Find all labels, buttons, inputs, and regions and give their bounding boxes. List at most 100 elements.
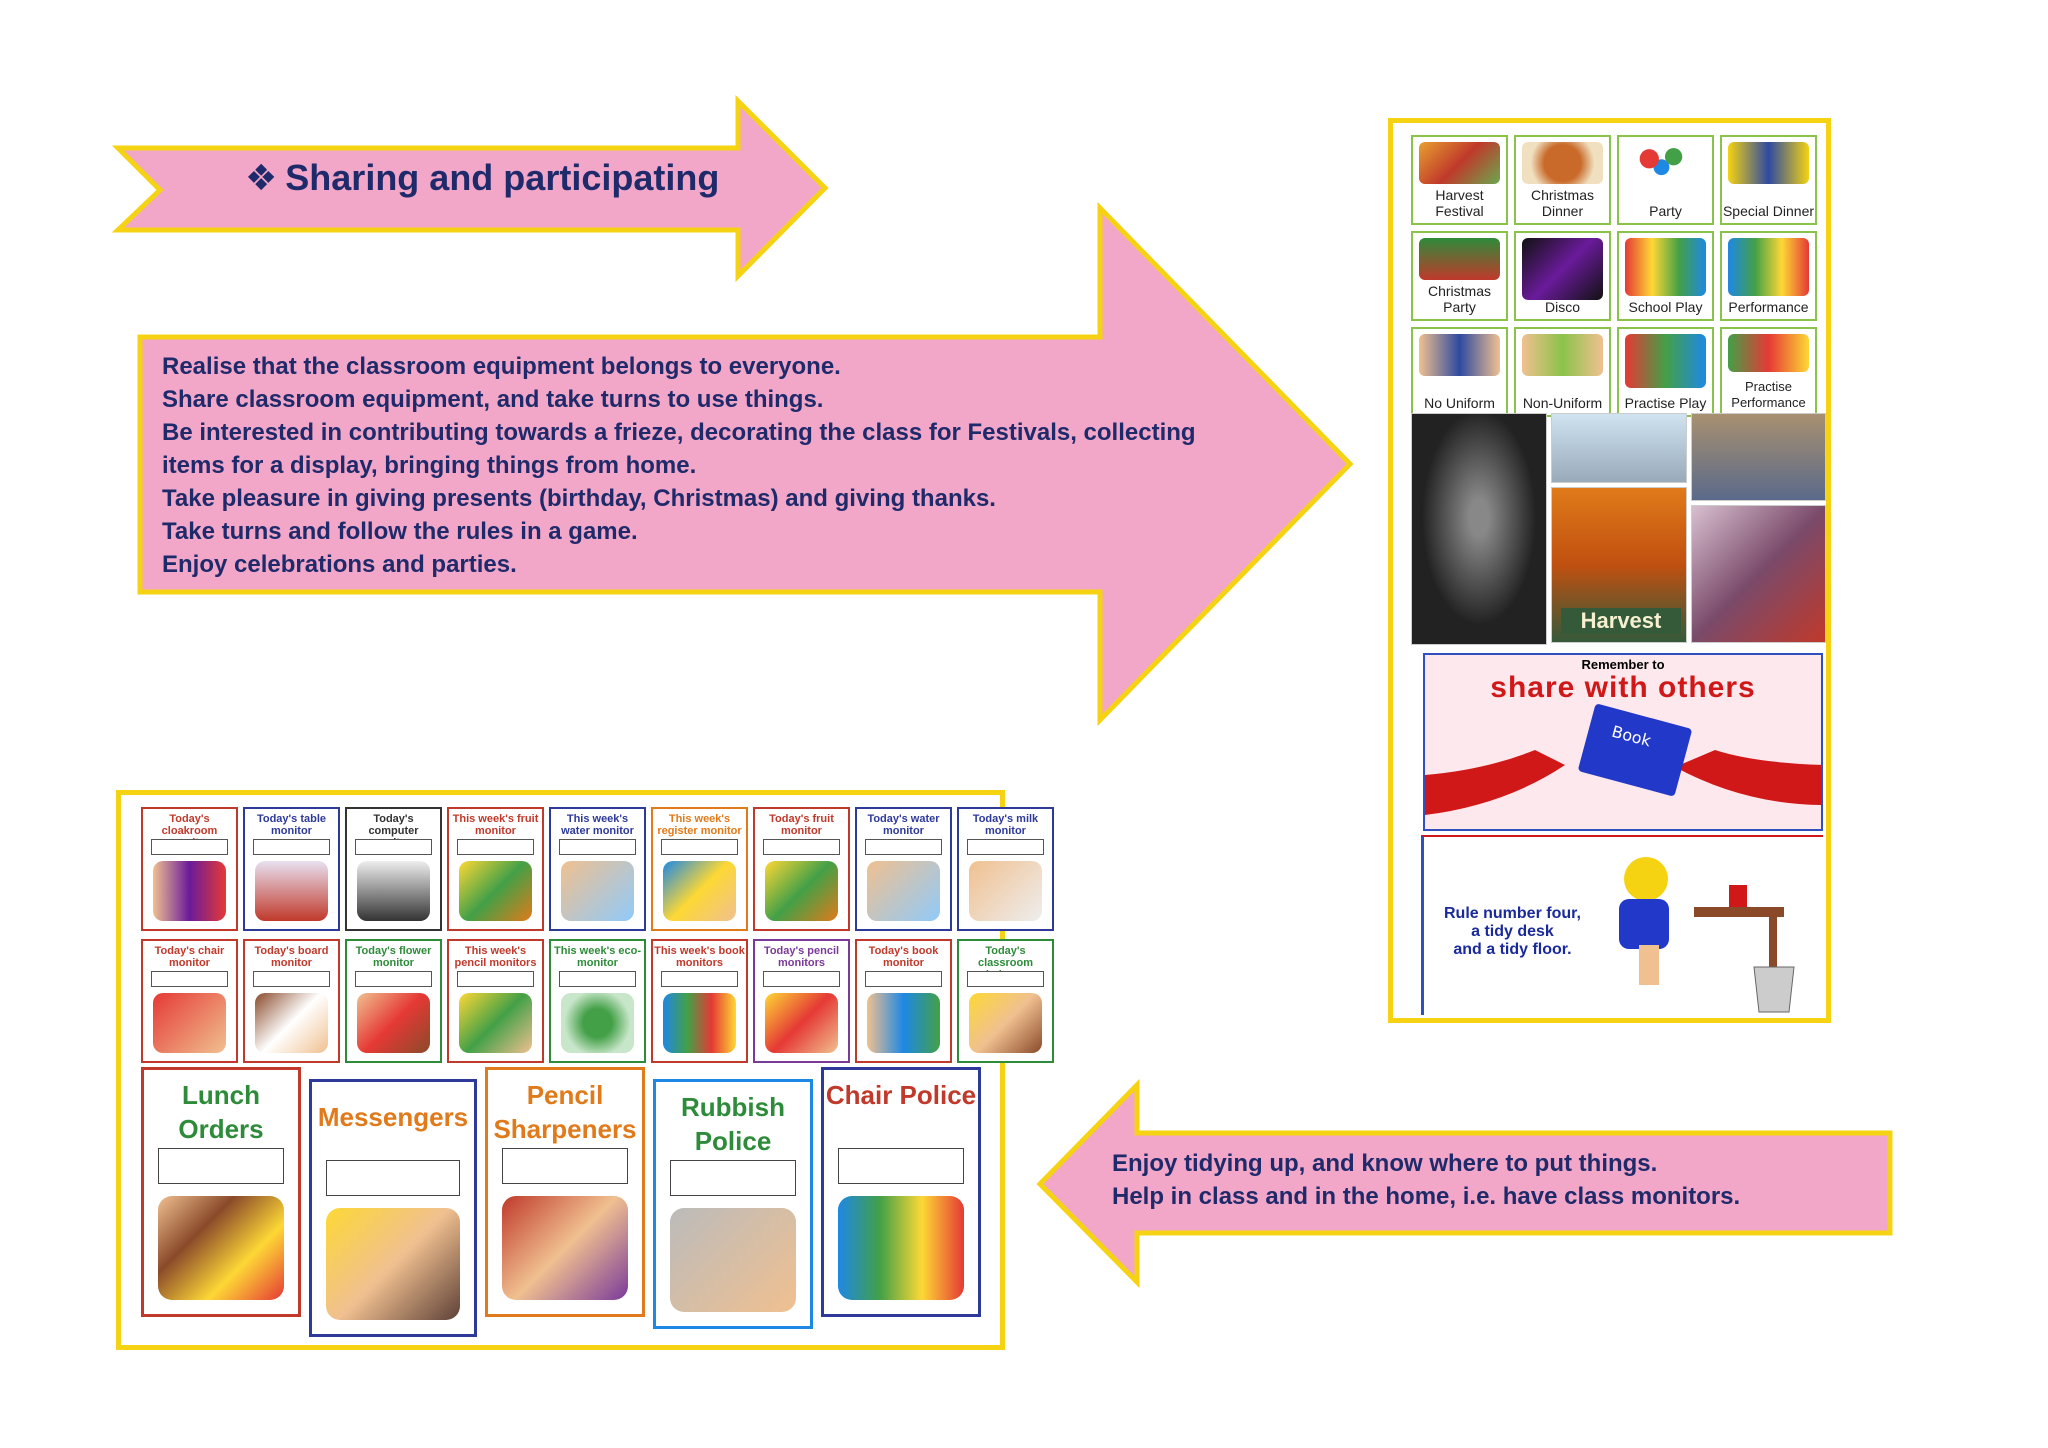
chair-picture-icon	[153, 993, 226, 1053]
water-picture-icon	[867, 861, 940, 921]
event-card-label: Performance	[1728, 299, 1809, 315]
name-box	[457, 839, 534, 855]
fruit-picture-icon	[765, 861, 838, 921]
monitor-card-label: This week's pencil monitors	[454, 945, 537, 969]
helpers-picture-icon	[969, 993, 1042, 1053]
display-board-photo	[1691, 505, 1826, 643]
event-card-label: Practise Performance	[1731, 379, 1806, 410]
recycle-icon	[561, 993, 634, 1053]
milk-picture-icon	[969, 861, 1042, 921]
register-picture-icon	[663, 861, 736, 921]
name-box	[763, 971, 840, 987]
rule-line: Rule number four,	[1444, 905, 1581, 922]
monitor-card: Today's milk monitor	[957, 807, 1054, 931]
goal-line: Enjoy celebrations and parties.	[162, 551, 517, 578]
girl-tidying-icon	[1619, 857, 1795, 1013]
monitor-card: Today's book monitor	[855, 939, 952, 1063]
goal-line: Help in class and in the home, i.e. have…	[1112, 1183, 1741, 1210]
monitor-card-label: Today's flower monitor	[355, 945, 432, 969]
name-box	[151, 971, 228, 987]
pencils-picture-icon	[765, 993, 838, 1053]
monitor-card-label: This week's water monitor	[561, 813, 634, 837]
monitor-card: Today's cloakroom monitor	[141, 807, 238, 931]
classroom-photo	[1551, 413, 1687, 483]
event-card: Christmas Party	[1411, 231, 1508, 321]
event-card-grid: Harvest Festival Christmas Dinner Party …	[1411, 135, 1817, 417]
harvest-banner: Harvest	[1561, 608, 1681, 634]
name-box	[457, 971, 534, 987]
tidying-goals-text: Enjoy tidying up, and know where to put …	[1112, 1147, 1740, 1213]
children-picture-icon	[1522, 334, 1603, 376]
events-collage: Harvest Festival Christmas Dinner Party …	[1388, 118, 1831, 1023]
children-picture-icon	[1419, 334, 1500, 376]
monitor-card-label: Today's fruit monitor	[769, 813, 834, 837]
sharing-goals-text: Realise that the classroom equipment bel…	[162, 350, 1196, 581]
monitor-card-label: Today's pencil monitors	[763, 945, 840, 969]
harvest-picture-icon	[1419, 142, 1500, 184]
goal-line: Realise that the classroom equipment bel…	[162, 353, 841, 380]
rubbish-bin-icon	[670, 1208, 796, 1312]
name-box	[661, 839, 738, 855]
event-card-label: Christmas Party	[1427, 283, 1491, 315]
books-picture-icon	[663, 993, 736, 1053]
pencils-picture-icon	[459, 993, 532, 1053]
event-card-label: Disco	[1544, 299, 1580, 315]
name-box	[253, 971, 330, 987]
monitor-card-label: Today's milk monitor	[972, 813, 1039, 837]
monitor-card-label: Today's table monitor	[256, 813, 327, 837]
goal-line: items for a display, bringing things fro…	[162, 452, 697, 479]
goal-line: Share classroom equipment, and take turn…	[162, 386, 824, 413]
coats-picture-icon	[153, 861, 226, 921]
event-card: Practise Performance	[1720, 327, 1817, 417]
name-box	[967, 839, 1044, 855]
monitor-card: Today's water monitor	[855, 807, 952, 931]
rule-line: a tidy desk	[1471, 923, 1554, 940]
monitor-card: Today's flower monitor	[345, 939, 442, 1063]
event-card: Non-Uniform	[1514, 327, 1611, 417]
name-box	[865, 839, 942, 855]
stage-picture-icon	[1625, 238, 1706, 296]
monitor-card: Today's board monitor	[243, 939, 340, 1063]
helper-role-label: Messengers	[317, 1102, 469, 1132]
rule-line: and a tidy floor.	[1453, 941, 1572, 958]
monitor-card-label: Today's chair monitor	[154, 945, 225, 969]
name-box	[559, 971, 636, 987]
name-box	[763, 839, 840, 855]
event-card: Practise Play	[1617, 327, 1714, 417]
name-box	[838, 1148, 964, 1184]
monitor-card-label: This week's fruit monitor	[452, 813, 539, 837]
event-card: Performance	[1720, 231, 1817, 321]
balloons-picture-icon	[1625, 142, 1706, 184]
event-card: Christmas Dinner	[1514, 135, 1611, 225]
share-poster-title: share with others	[1490, 671, 1756, 704]
message-note-icon	[326, 1208, 460, 1320]
event-card: Harvest Festival	[1411, 135, 1508, 225]
helper-role-card: Rubbish Police	[653, 1079, 813, 1329]
monitor-card: Today's fruit monitor	[753, 807, 850, 931]
monitor-card: This week's pencil monitors	[447, 939, 544, 1063]
event-card-label: Party	[1649, 203, 1682, 219]
monitor-card-label: Today's board monitor	[254, 945, 329, 969]
stage-picture-icon	[1625, 334, 1706, 388]
water-picture-icon	[561, 861, 634, 921]
bottom-text-arrow	[1036, 1078, 1893, 1289]
table-picture-icon	[255, 861, 328, 921]
flower-picture-icon	[357, 993, 430, 1053]
name-box	[502, 1148, 628, 1184]
event-card-label: Non-Uniform	[1522, 395, 1603, 411]
name-box	[661, 971, 738, 987]
monitor-card-label: This week's book monitors	[654, 945, 745, 969]
helper-role-label: Rubbish Police	[681, 1092, 785, 1156]
page-title-text: Sharing and participating	[285, 157, 720, 198]
children-picture-icon	[1728, 142, 1809, 184]
monitor-card: Today's computer monitors	[345, 807, 442, 931]
goal-line: Be interested in contributing towards a …	[162, 419, 1196, 446]
goal-line: Take turns and follow the rules in a gam…	[162, 518, 638, 545]
helper-role-cards: Lunch Orders Messengers Pencil Sharpener…	[141, 1067, 1001, 1337]
rule-text: Rule number four, a tidy desk and a tidy…	[1444, 905, 1581, 959]
monitor-card: This week's water monitor	[549, 807, 646, 931]
monitor-card-grid: Today's cloakroom monitor Today's table …	[141, 807, 1054, 1063]
monitor-card: Today's chair monitor	[141, 939, 238, 1063]
helper-role-label: Pencil Sharpeners	[493, 1080, 637, 1144]
